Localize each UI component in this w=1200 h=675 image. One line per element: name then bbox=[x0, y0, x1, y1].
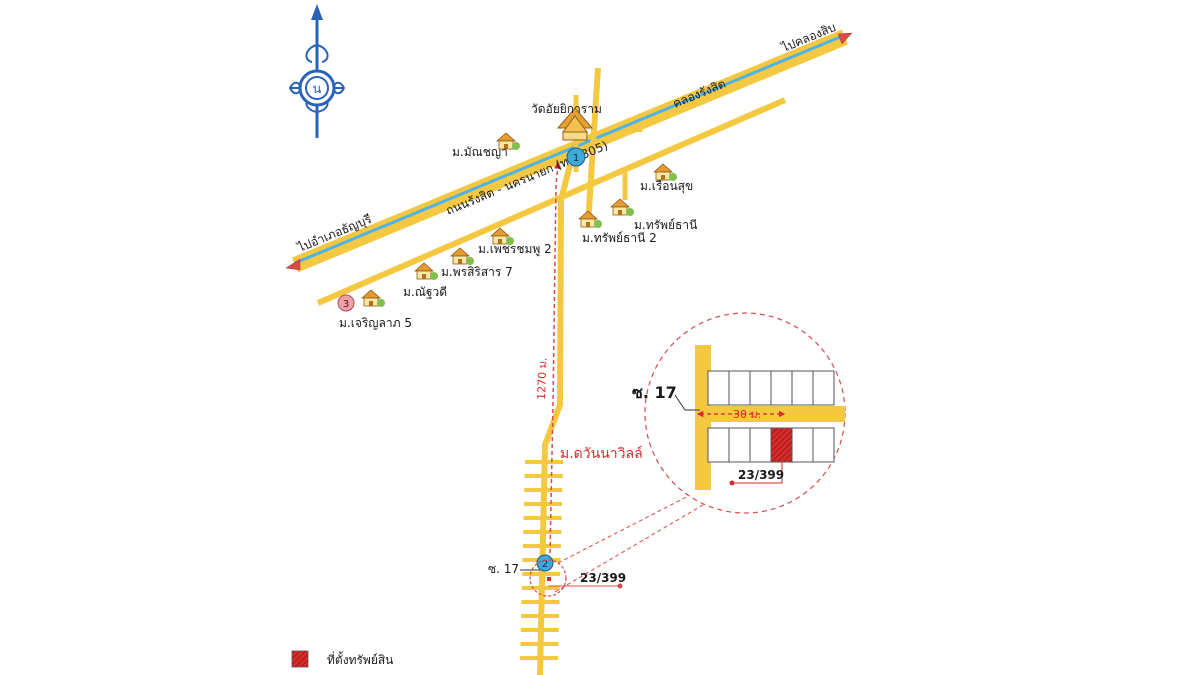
village-sap-thani: ม.ทรัพย์ธานี bbox=[634, 218, 697, 232]
property-circle bbox=[529, 559, 567, 597]
village-chanyawadi: ม.ณัฐวดี bbox=[403, 285, 447, 299]
village-phon-sirisan-7: ม.พรสิริสาร 7 bbox=[441, 265, 513, 279]
temple-icon bbox=[556, 107, 594, 141]
marker-1: 1 bbox=[566, 147, 586, 167]
inset-link-line-2 bbox=[554, 494, 721, 593]
village-ruean-suk: ม.เรือนสุข bbox=[640, 179, 693, 194]
village-wannawit: ม.ดวันนาวิลล์ bbox=[560, 445, 643, 462]
inset-house-number: 23/399 bbox=[738, 468, 784, 482]
access-road bbox=[537, 164, 573, 675]
inset-plot bbox=[770, 370, 793, 406]
inset-plot bbox=[812, 427, 835, 463]
inset-house-leader bbox=[732, 462, 783, 484]
legend-label: ที่ตั้งทรัพย์สิน bbox=[327, 651, 393, 667]
svg-text:1: 1 bbox=[573, 153, 579, 164]
svg-text:2: 2 bbox=[542, 559, 548, 570]
arrow-left-icon bbox=[285, 258, 301, 271]
inset-soi-pointer bbox=[674, 394, 700, 411]
temple-label: วัดอัยยิการาม bbox=[531, 102, 602, 116]
inset-plot bbox=[749, 370, 772, 406]
house-icon bbox=[449, 247, 474, 265]
inset-detail: 30 ม. ซ. 17 23/399 bbox=[632, 312, 846, 514]
marker-2: 2 bbox=[536, 554, 554, 572]
marker-3: 3 bbox=[337, 294, 355, 312]
inset-link-line bbox=[557, 489, 701, 564]
side-streets bbox=[520, 460, 563, 660]
inset-plot bbox=[707, 370, 730, 406]
inset-plot bbox=[749, 427, 772, 463]
distance-label: 1270 ม. bbox=[535, 357, 549, 400]
inset-plot bbox=[812, 370, 835, 406]
secondary-road bbox=[316, 97, 787, 306]
village-manchaya: ม.มัณชญา bbox=[452, 145, 508, 159]
svg-text:3: 3 bbox=[343, 299, 349, 310]
house-icon bbox=[609, 198, 634, 216]
house-number-label: 23/399 bbox=[580, 571, 626, 585]
house-icon bbox=[489, 227, 514, 245]
inset-plot bbox=[728, 370, 751, 406]
inset-plot bbox=[791, 370, 814, 406]
house-icon bbox=[577, 210, 602, 228]
house-icon bbox=[360, 289, 385, 307]
house-icon bbox=[495, 132, 520, 150]
inset-width-label: 30 ม. bbox=[733, 408, 761, 421]
soi-label: ซ. 17 bbox=[488, 562, 519, 576]
village-phet-chomphu-2: ม.เพชรชมพู 2 bbox=[478, 242, 552, 257]
legend-property-swatch bbox=[291, 650, 309, 668]
house-icon bbox=[652, 163, 677, 181]
house-icon bbox=[413, 262, 438, 280]
property-dot bbox=[547, 577, 551, 581]
village-sap-thani-2: ม.ทรัพย์ธานี 2 bbox=[582, 231, 657, 245]
route-dashed bbox=[549, 161, 562, 554]
inset-plot bbox=[791, 427, 814, 463]
inset-plot bbox=[728, 427, 751, 463]
north-letter: น bbox=[313, 82, 322, 97]
arrow-right-icon bbox=[837, 32, 853, 45]
north-arrow-icon: น bbox=[288, 4, 346, 138]
inset-property-plot bbox=[770, 427, 793, 463]
village-icons bbox=[360, 132, 677, 307]
inset-soi-label: ซ. 17 bbox=[632, 383, 677, 402]
vertical-road-a bbox=[585, 67, 601, 226]
inset-plot bbox=[707, 427, 730, 463]
village-charoen-lap-5: ม.เจริญลาภ 5 bbox=[339, 316, 412, 330]
